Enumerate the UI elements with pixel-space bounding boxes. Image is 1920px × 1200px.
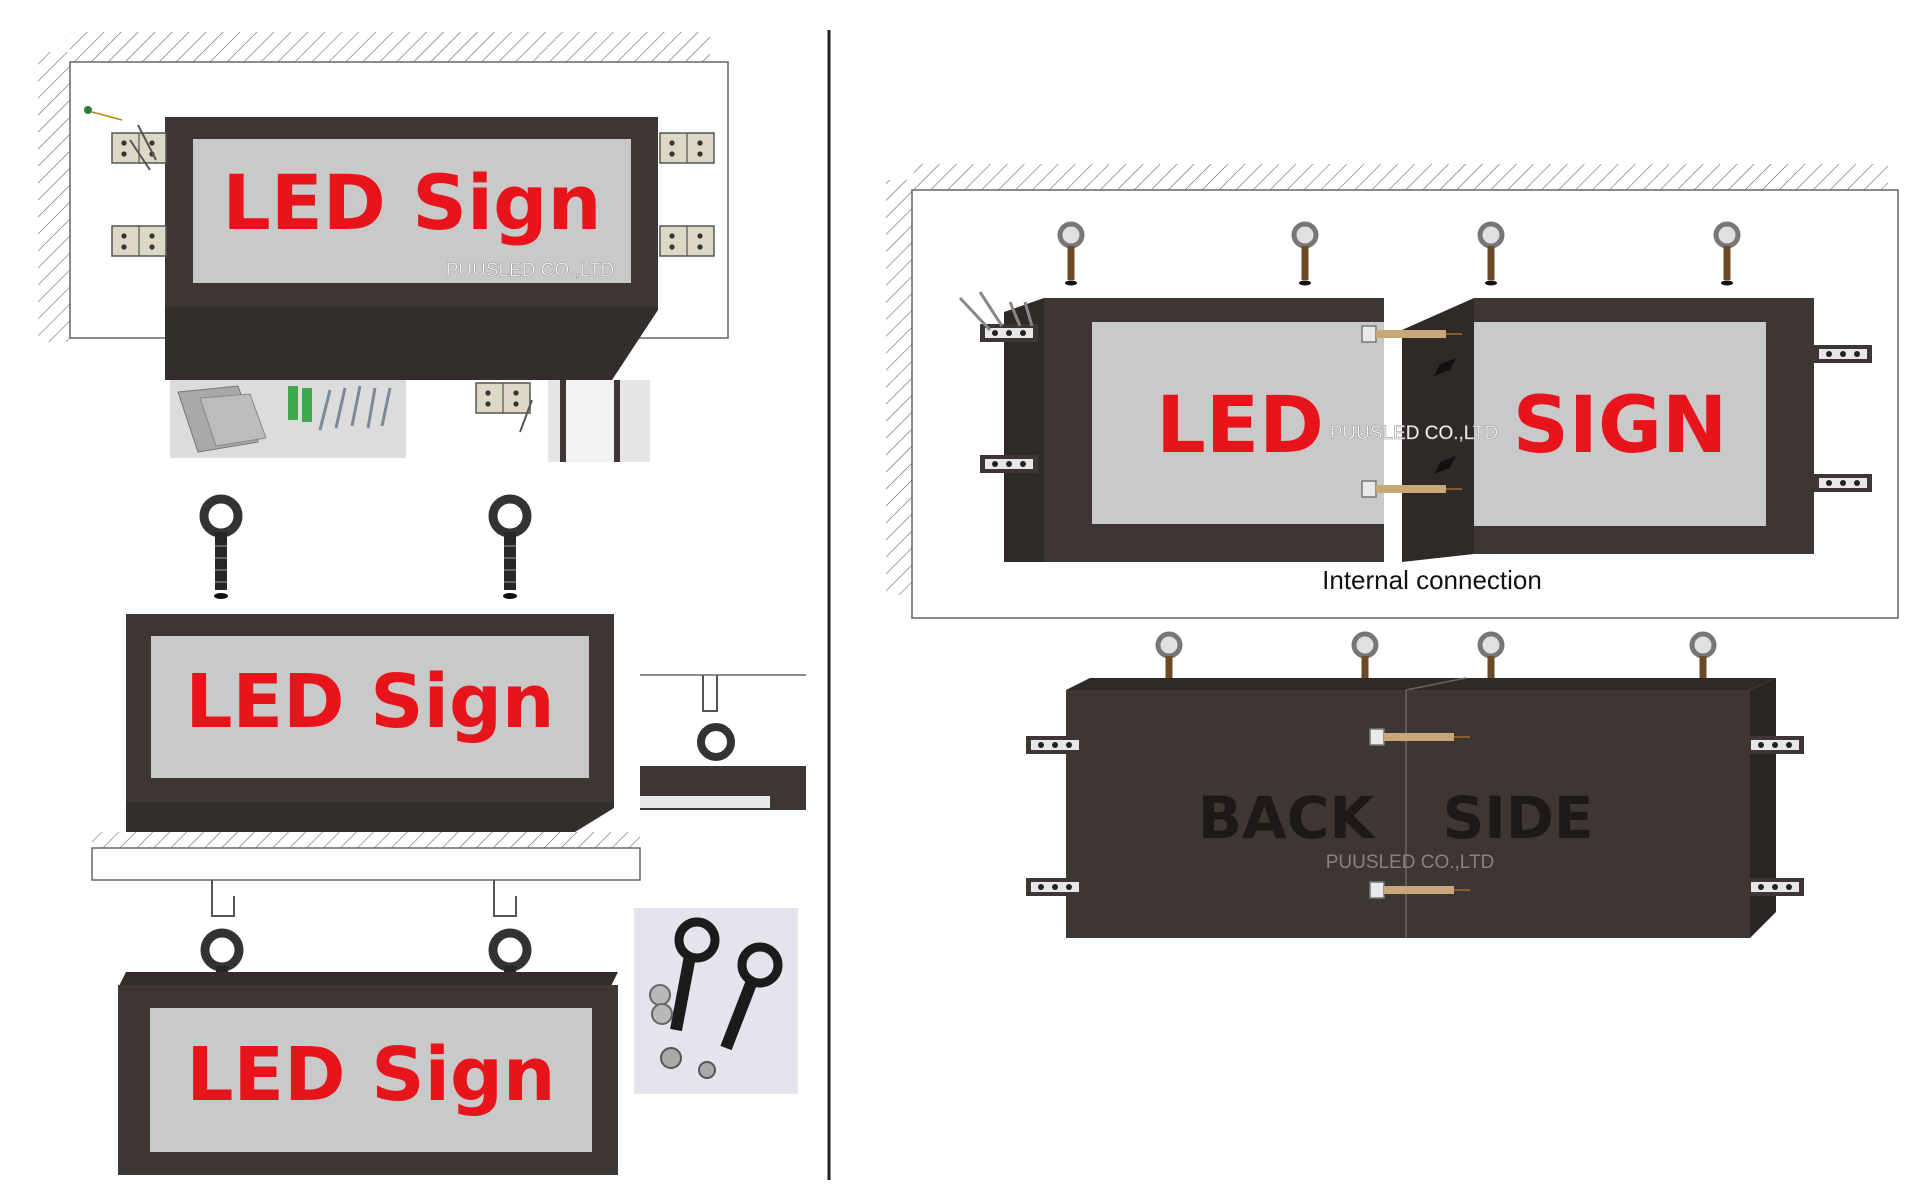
sign-text: LED Sign — [222, 158, 601, 247]
cabinet-right-side — [1402, 298, 1474, 562]
cabinet-right-panel — [1474, 322, 1766, 526]
ceiling-hook — [493, 880, 517, 917]
wall-hatch-left — [886, 180, 914, 595]
cabinet-left-panel — [1092, 322, 1384, 524]
mounting-screws — [84, 106, 157, 171]
wall-hatch-top — [70, 32, 710, 62]
bar-bracket — [1026, 736, 1084, 754]
figure-eyebolt-hanging: LED Sign — [126, 499, 806, 832]
wall-bracket — [111, 132, 167, 164]
figure-back-side: BACK SIDE PUUSLED CO.,LTD — [1026, 634, 1804, 938]
sign-box-side — [165, 305, 658, 380]
hardware-photo — [170, 380, 406, 458]
figure-ceiling-hooks: LED Sign — [91, 832, 798, 1175]
wall-bracket — [659, 132, 715, 164]
eyebolt — [204, 499, 238, 599]
watermark: PUUSLED CO.,LTD — [446, 260, 615, 281]
right-cabinet-text: SIGN — [1513, 381, 1728, 471]
sign-box-side — [118, 972, 618, 988]
wall-hatch-left — [38, 52, 70, 342]
eyebolt-photo — [634, 908, 798, 1094]
caption: Internal connection — [1322, 565, 1542, 595]
eyebolt — [493, 499, 527, 599]
wall-bracket — [659, 225, 715, 257]
back-box-top — [1066, 678, 1776, 690]
watermark: PUUSLED CO.,LTD — [1330, 423, 1499, 444]
ceiling-hatch — [92, 832, 640, 848]
sign-face-panel — [151, 636, 589, 778]
bar-bracket — [1746, 878, 1804, 896]
cabinet-left-side — [1004, 298, 1044, 562]
sign-text: LED Sign — [186, 1032, 555, 1118]
bar-bracket — [1026, 878, 1084, 896]
figure-internal-connection: LED SIGN PUUSLED CO.,LTD Internal connec… — [886, 164, 1899, 619]
sign-box-side — [126, 800, 614, 832]
bolt-slot — [1434, 358, 1456, 376]
bolt-slot — [1434, 456, 1456, 474]
back-right-text: SIDE — [1442, 784, 1593, 852]
bar-bracket — [980, 455, 1038, 473]
wall-bracket — [111, 225, 167, 257]
sign-face-panel — [150, 1008, 592, 1152]
sign-face-panel — [193, 139, 631, 283]
bracket-detail-inset — [475, 380, 650, 462]
ceiling-hook — [211, 880, 235, 917]
bar-bracket — [1814, 474, 1872, 492]
back-left-text: BACK — [1198, 784, 1377, 852]
sign-text: LED Sign — [185, 659, 554, 745]
mounting-screws — [958, 291, 1034, 332]
cabinet-seam — [1405, 677, 1467, 691]
back-box-front — [1066, 690, 1750, 938]
ceiling-hook-detail — [640, 674, 806, 810]
bar-bracket — [1814, 345, 1872, 363]
bar-bracket — [1746, 736, 1804, 754]
back-box-side — [1750, 678, 1776, 938]
watermark: PUUSLED CO.,LTD — [1326, 852, 1495, 873]
figure-wall-mount: LED Sign PUUSLED CO.,LTD — [38, 32, 729, 462]
left-cabinet-text: LED — [1156, 381, 1324, 471]
wall-hatch-top — [914, 164, 1888, 190]
ceiling-beam — [91, 847, 641, 881]
